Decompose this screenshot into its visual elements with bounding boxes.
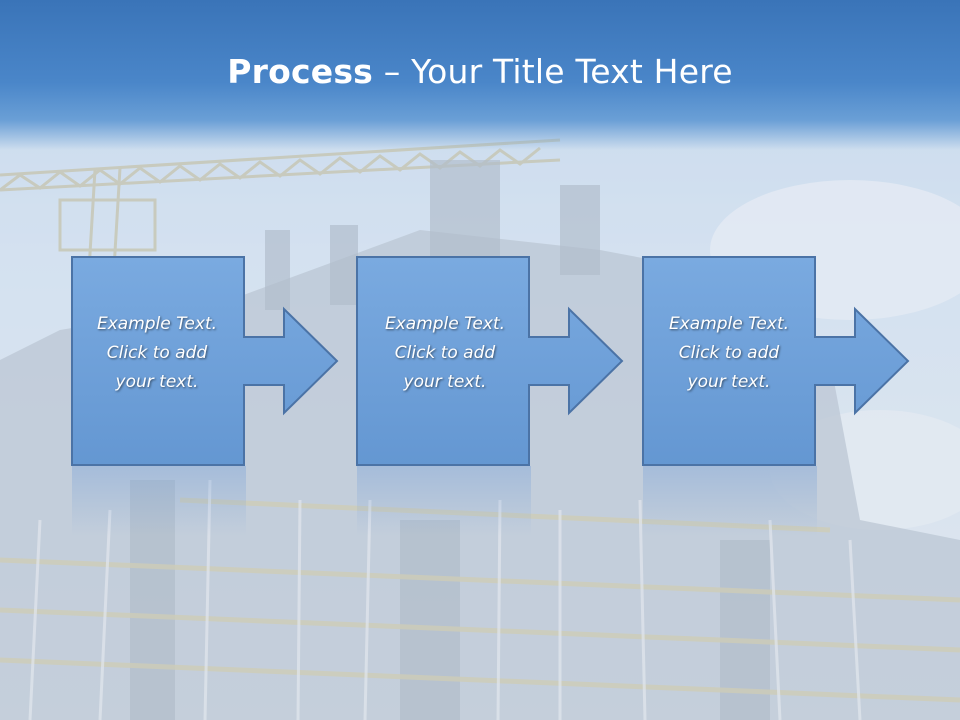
step-line: Example Text.	[668, 314, 790, 334]
step-line: Example Text.	[384, 314, 506, 334]
title-band	[0, 0, 960, 150]
step-text-1[interactable]: Example Text. Click to add your text.	[72, 310, 242, 397]
step-shape-3[interactable]	[642, 256, 910, 466]
step-line: your text.	[687, 372, 771, 392]
step-reflection	[72, 466, 246, 536]
title-rest: – Your Title Text Here	[373, 52, 733, 91]
step-line: Example Text.	[96, 314, 218, 334]
step-text-3[interactable]: Example Text. Click to add your text.	[644, 310, 814, 397]
step-line: Click to add	[678, 343, 780, 363]
step-line: your text.	[403, 372, 487, 392]
title-bold: Process	[227, 52, 374, 91]
step-shape-2[interactable]	[356, 256, 624, 466]
step-line: Click to add	[106, 343, 208, 363]
step-reflection	[643, 466, 817, 536]
step-text-2[interactable]: Example Text. Click to add your text.	[360, 310, 530, 397]
step-line: Click to add	[394, 343, 496, 363]
step-reflection	[357, 466, 531, 536]
step-line: your text.	[115, 372, 199, 392]
step-shape-1[interactable]	[71, 256, 339, 466]
slide-title[interactable]: Process – Your Title Text Here	[0, 52, 960, 91]
